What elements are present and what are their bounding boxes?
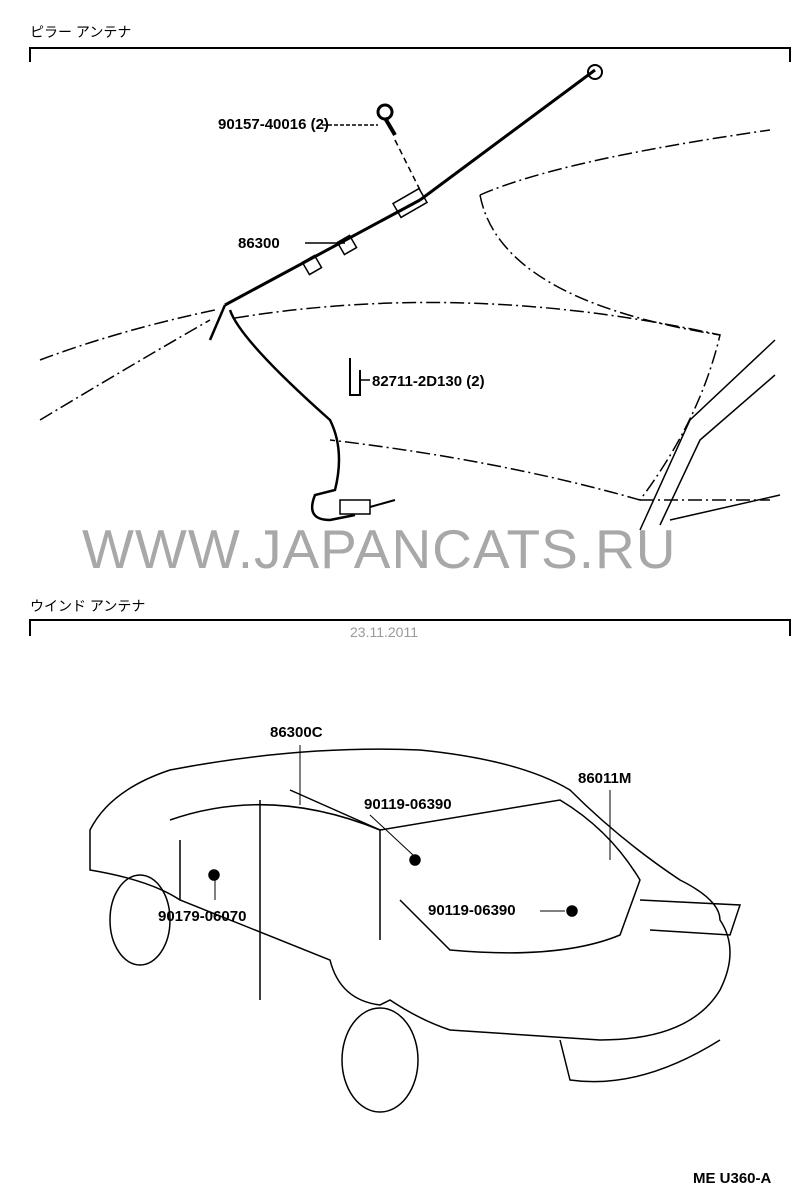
clip-icon [566,905,578,917]
date-stamp: 23.11.2011 [350,624,418,640]
antenna-collar [336,234,358,256]
antenna-base [391,187,429,219]
leader-line [214,745,611,912]
antenna-plug-pin [369,499,396,508]
part-label[interactable]: 90119-06390 [364,796,452,813]
section-title-window-antenna: ウインド アンテナ [30,598,146,614]
part-label[interactable]: 86011M [578,770,632,787]
diagram-code: ME U360-A [693,1170,772,1187]
part-label[interactable]: 90179-06070 [158,908,247,925]
antenna-plug [339,499,371,515]
leader-line [394,139,421,191]
antenna-cable [208,304,356,522]
part-label[interactable]: 82711-2D130 (2) [372,373,485,390]
windshield-outline [39,129,771,501]
antenna-mast [224,68,596,307]
watermark: WWW.JAPANCATS.RU [82,518,677,580]
clip-icon [208,869,220,881]
screw-icon [376,103,394,121]
part-label[interactable]: 90119-06390 [428,902,516,919]
section-frame-top [29,47,791,62]
part-label[interactable]: 86300 [238,235,280,252]
section-title-pillar-antenna: ピラー アンテナ [30,24,132,40]
part-label[interactable]: 90157-40016 (2) [218,116,329,133]
section-frame-bottom [29,619,791,636]
screw-shank [383,116,397,137]
clip-icon [409,854,421,866]
antenna-collar [301,254,323,276]
antenna-tip [587,64,603,80]
part-label[interactable]: 86300C [270,724,323,741]
clip-icon [349,358,361,396]
pillar-outline [639,339,781,531]
